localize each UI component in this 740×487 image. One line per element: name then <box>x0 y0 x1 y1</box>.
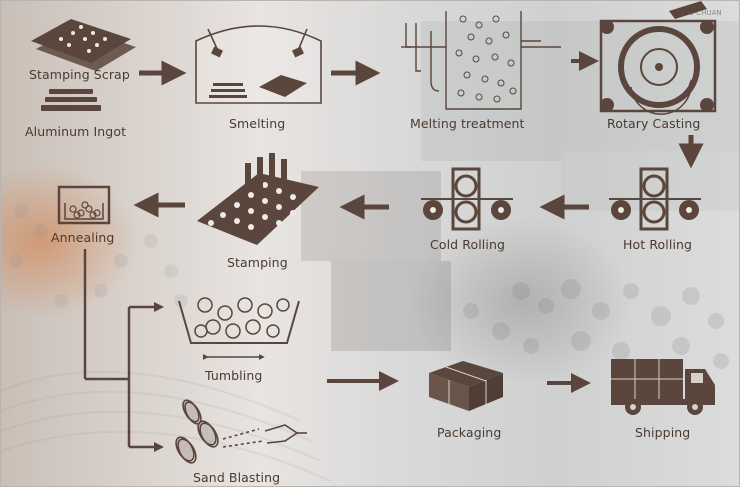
label-melting-treatment: Melting treatment <box>410 116 525 131</box>
annealing-icon <box>57 185 111 225</box>
smelting-contents <box>209 75 307 98</box>
label-smelting: Smelting <box>229 116 286 131</box>
label-packaging: Packaging <box>437 425 502 440</box>
tumbling-icon <box>178 297 300 360</box>
hot-rolling-icon <box>609 167 701 231</box>
label-aluminum-ingot: Aluminum Ingot <box>25 124 127 139</box>
stamping-scrap-icon <box>31 19 136 71</box>
label-shipping: Shipping <box>635 425 691 440</box>
aluminum-ingot-icon <box>41 89 101 111</box>
rotary-casting-icon <box>599 1 717 115</box>
packaging-box-icon <box>429 361 503 411</box>
label-cold-rolling: Cold Rolling <box>430 237 506 252</box>
label-tumbling: Tumbling <box>205 368 263 383</box>
coin-pile-texture <box>463 279 729 369</box>
label-stamping: Stamping <box>227 255 288 270</box>
stamping-icon <box>197 153 319 245</box>
label-sand-blasting: Sand Blasting <box>193 470 281 485</box>
branch-connector <box>83 249 164 452</box>
cold-rolling-icon <box>421 167 513 231</box>
label-stamping-scrap: Stamping Scrap <box>29 67 130 82</box>
watermark-text: NG-CHUAN <box>683 9 722 17</box>
shipping-truck-icon <box>611 359 715 415</box>
melting-tank-icon <box>401 11 561 110</box>
label-annealing: Annealing <box>51 230 115 245</box>
melting-bubbles <box>455 15 517 103</box>
sand-blasting-icon <box>175 399 307 464</box>
label-rotary-casting: Rotary Casting <box>607 116 701 131</box>
label-hot-rolling: Hot Rolling <box>623 237 693 252</box>
